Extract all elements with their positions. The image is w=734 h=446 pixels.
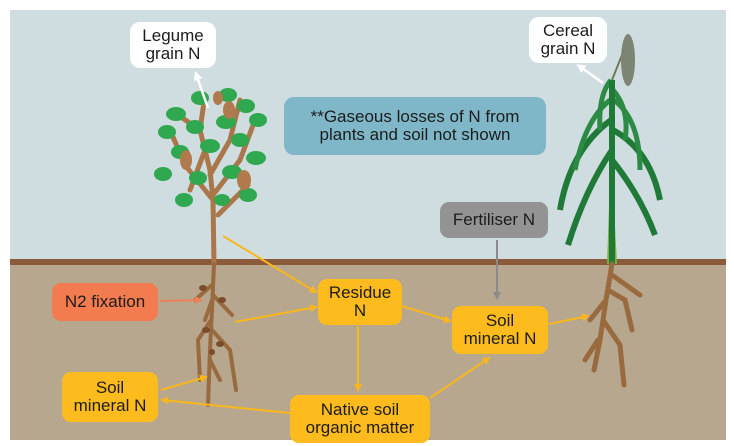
cereal-roots (582, 261, 643, 388)
cereal-plant (557, 34, 663, 264)
residue-n-label: Residue N (318, 279, 402, 325)
soil-surface-line (10, 259, 726, 265)
arrow-native-som-to-soil-mineral-left (160, 396, 291, 414)
soil-mineral-n-right-label: Soil mineral N (452, 306, 548, 354)
cereal-grain-label: Cereal grain N (529, 17, 607, 63)
arrow-fixation-to-roots (159, 296, 203, 305)
arrow-roots-to-residue (234, 304, 318, 323)
gaseous-losses-note: **Gaseous losses of N from plants and so… (284, 97, 546, 155)
legume-grain-label: Legume grain N (130, 22, 216, 68)
arrow-soil-mineral-left-to-roots (160, 374, 208, 391)
fertiliser-n-label: Fertiliser N (440, 202, 548, 238)
arrow-legume-to-grain (193, 71, 210, 109)
legume-roots (193, 262, 238, 407)
root-nodules (199, 285, 226, 355)
arrow-soil-mineral-to-cereal-roots (548, 313, 590, 325)
arrow-legume-to-residue (222, 235, 318, 294)
cereal-grain-head (621, 34, 635, 86)
native-soil-organic-matter-label: Native soil organic matter (290, 395, 430, 443)
n2-fixation-label: N2 fixation (52, 283, 158, 321)
arrow-native-som-to-soil-mineral (429, 356, 491, 399)
legume-plant (154, 88, 267, 267)
arrow-residue-to-soil-mineral (401, 305, 452, 324)
arrow-cereal-to-grain (576, 64, 604, 85)
soil-mineral-n-left-label: Soil mineral N (62, 372, 158, 422)
